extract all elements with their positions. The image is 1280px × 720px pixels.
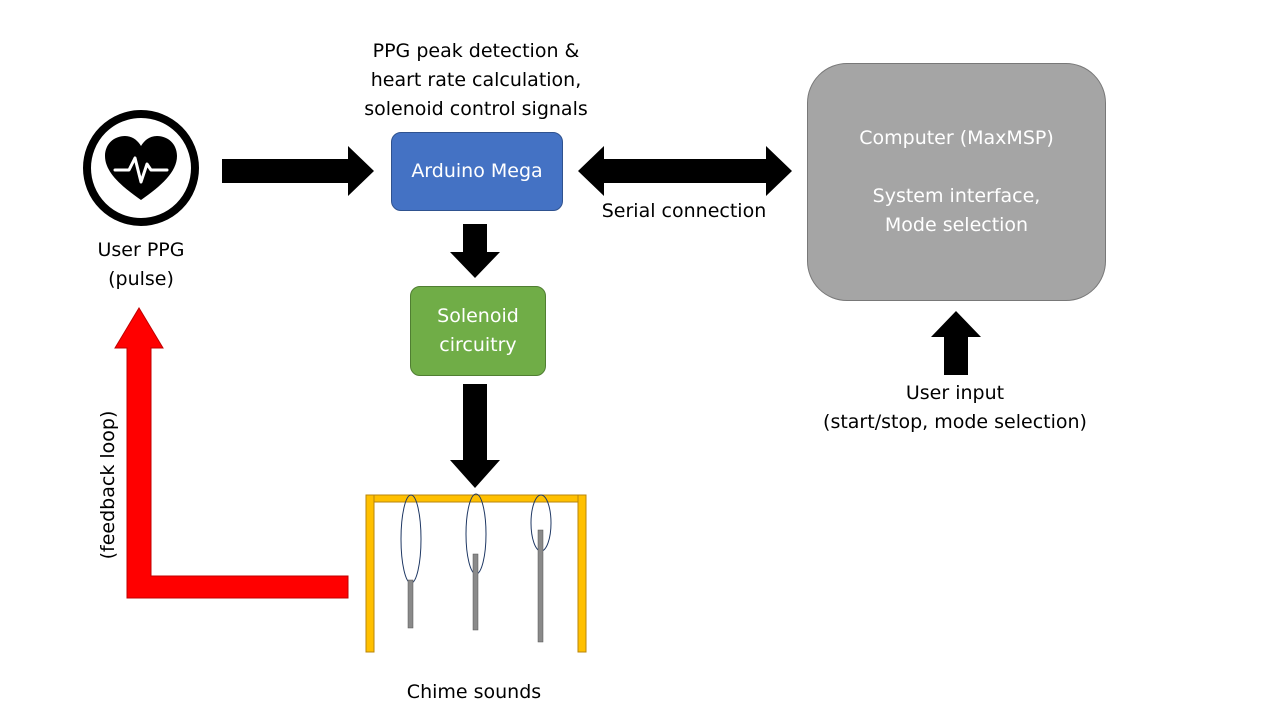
- computer-box: Computer (MaxMSP) System interface, Mode…: [807, 63, 1106, 301]
- arduino-caption-line3: solenoid control signals: [364, 98, 588, 120]
- computer-line3: Mode selection: [884, 214, 1029, 236]
- solenoid-line2: circuitry: [439, 334, 517, 356]
- computer-line2: System interface,: [872, 185, 1041, 207]
- solenoid-circuitry-box: Solenoid circuitry: [410, 286, 546, 376]
- feedback-loop-label: (feedback loop): [97, 410, 119, 560]
- chime-frame: [365, 494, 587, 653]
- chime-2: [465, 493, 487, 631]
- computer-title: Computer (MaxMSP): [859, 127, 1054, 149]
- user-ppg-line2: (pulse): [108, 268, 174, 290]
- arduino-mega-box: Arduino Mega: [391, 132, 563, 211]
- arduino-caption-line1: PPG peak detection &: [372, 40, 580, 62]
- user-ppg-line1: User PPG: [97, 239, 185, 261]
- solenoid-line1: Solenoid: [437, 305, 519, 327]
- feedback-loop-arrow: [114, 307, 349, 599]
- heart-pulse-icon: [83, 110, 199, 226]
- arduino-caption-line2: heart rate calculation,: [370, 69, 582, 91]
- chime-sounds-label: Chime sounds: [406, 681, 542, 703]
- serial-connection-label: Serial connection: [601, 200, 767, 222]
- user-input-line1: User input: [905, 382, 1005, 404]
- user-input-label: User input (start/stop, mode selection): [800, 379, 1110, 437]
- user-ppg-label: User PPG (pulse): [60, 236, 222, 294]
- arrow-arduino-to-solenoid: [450, 224, 500, 278]
- arrow-serial-bidirectional: [578, 146, 792, 196]
- user-input-line2: (start/stop, mode selection): [823, 411, 1087, 433]
- arrow-solenoid-to-chimes: [450, 384, 500, 488]
- arduino-mega-label: Arduino Mega: [411, 160, 543, 182]
- chime-frame-illustration: [365, 493, 587, 653]
- chime-3: [530, 494, 552, 643]
- arduino-caption: PPG peak detection & heart rate calculat…: [340, 37, 612, 124]
- arrow-user-input-to-computer: [931, 311, 981, 375]
- arrow-ppg-to-arduino: [222, 146, 374, 196]
- chime-1: [400, 494, 422, 629]
